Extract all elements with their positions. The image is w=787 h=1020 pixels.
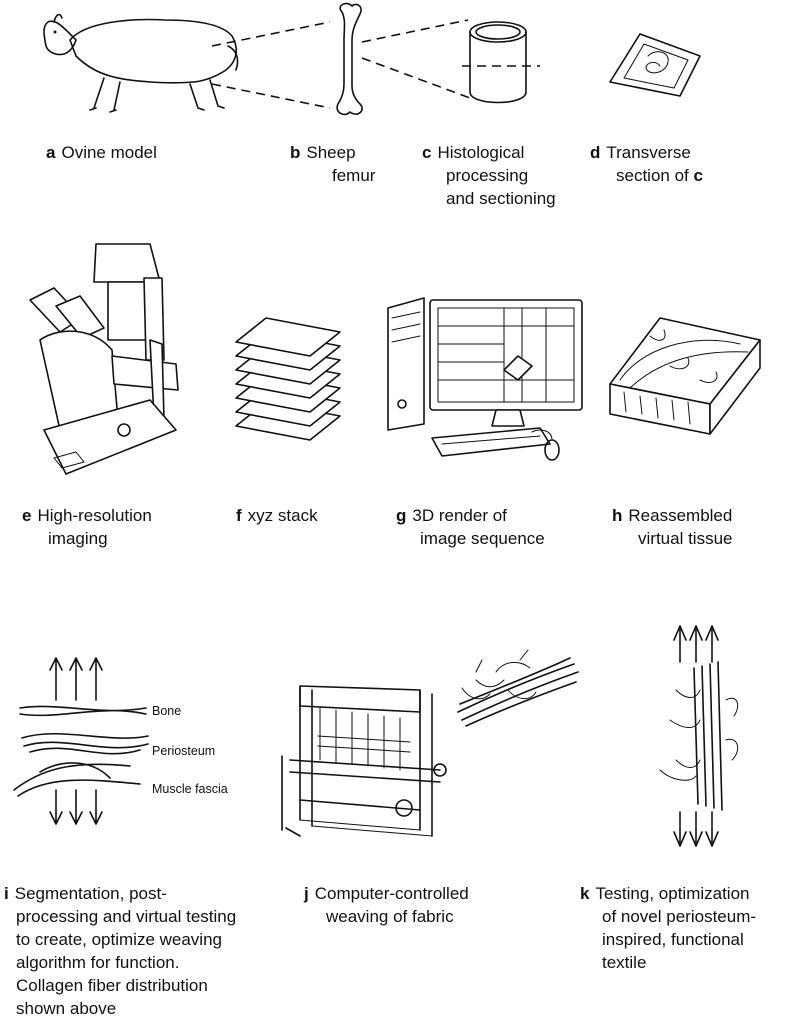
femur-illustration bbox=[336, 2, 363, 116]
tissue-block-illustration bbox=[462, 21, 540, 104]
projection-line-b-c-bottom bbox=[361, 57, 471, 99]
projection-line-b-c-top bbox=[361, 19, 469, 43]
xyz-stack-illustration bbox=[235, 317, 341, 441]
fiber-distribution-illustration bbox=[13, 657, 149, 825]
projection-line-a-b-top bbox=[211, 21, 331, 47]
loom-illustration bbox=[281, 685, 447, 837]
projection-line-a-b-bottom bbox=[211, 83, 331, 109]
sheep-illustration bbox=[43, 13, 239, 113]
label-bone: Bone bbox=[152, 704, 182, 718]
computer-illustration bbox=[387, 297, 583, 461]
microscope-illustration bbox=[29, 243, 179, 475]
tissue-render-illustration bbox=[609, 317, 761, 435]
label-periosteum: Periosteum bbox=[152, 744, 216, 758]
label-muscle-fascia: Muscle fascia bbox=[152, 782, 228, 796]
woven-fabric-illustration bbox=[457, 649, 579, 727]
slide-illustration bbox=[609, 33, 701, 97]
textile-test-illustration bbox=[659, 625, 739, 847]
